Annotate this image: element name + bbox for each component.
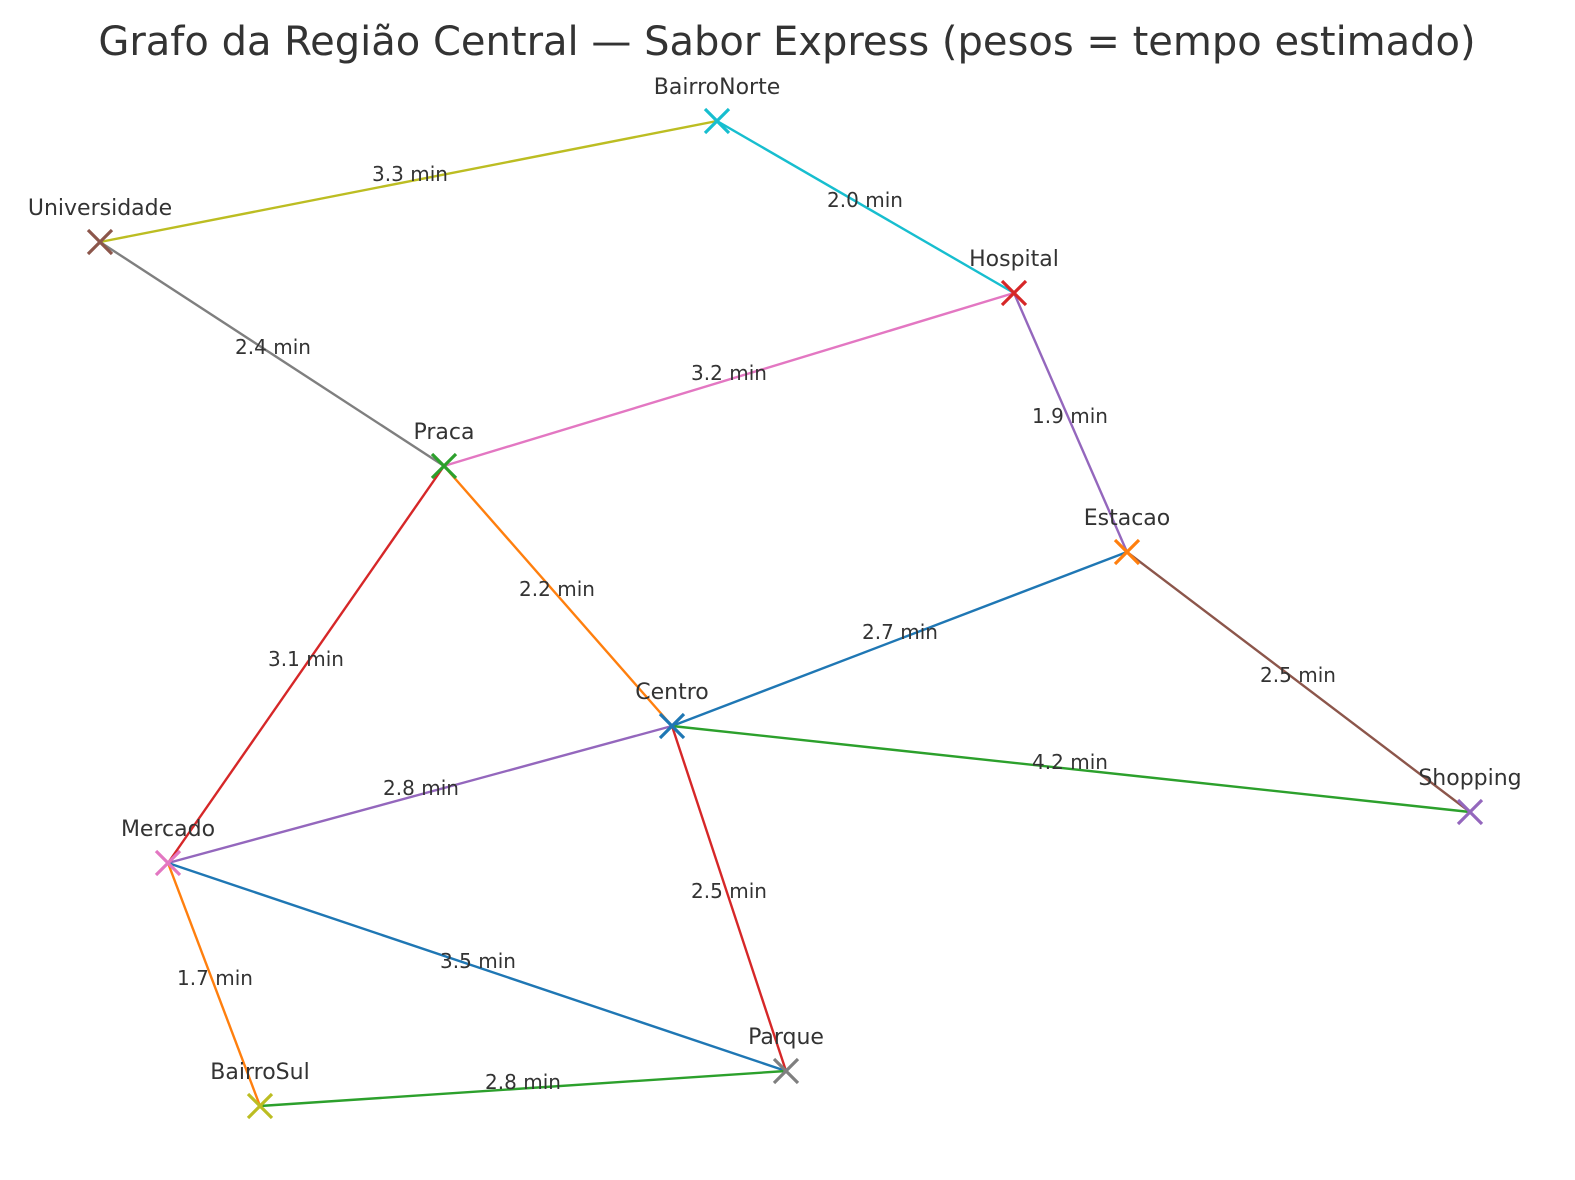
- edge-centro-parque: [670, 725, 788, 1072]
- node-label-shopping: Shopping: [1418, 766, 1521, 791]
- edge-universidade-bairronorte: [99, 119, 718, 244]
- edge-label-centro-parque: 2.5 min: [691, 879, 767, 903]
- edge-label-mercado-bairrosul: 1.7 min: [177, 966, 253, 990]
- node-bairronorte: BairroNorte: [654, 75, 781, 135]
- edge-praca-centro: [443, 465, 673, 727]
- edge-praca-mercado: [167, 465, 445, 864]
- edge-bairrosul-parque: [259, 1069, 787, 1108]
- node-label-mercado: Mercado: [121, 817, 215, 842]
- node-parque: Parque: [748, 1025, 824, 1085]
- node-marker-hospital-icon: [1000, 279, 1028, 307]
- edge-centro-estacao: [671, 550, 1128, 728]
- edge-label-praca-mercado: 3.1 min: [268, 647, 344, 671]
- edge-label-mercado-parque: 3.5 min: [440, 949, 516, 973]
- edge-mercado-parque: [167, 861, 787, 1073]
- node-marker-parque-icon: [772, 1057, 800, 1085]
- node-bairrosul: BairroSul: [210, 1060, 310, 1120]
- edge-hospital-estacao: [1012, 292, 1129, 553]
- node-estacao: Estacao: [1084, 506, 1171, 566]
- edge-estacao-shopping: [1126, 551, 1471, 813]
- edge-label-praca-centro: 2.2 min: [519, 577, 595, 601]
- node-marker-praca-icon: [430, 452, 458, 480]
- node-label-praca: Praca: [414, 420, 475, 445]
- edge-label-centro-shopping: 4.2 min: [1032, 750, 1108, 774]
- edge-label-centro-estacao: 2.7 min: [862, 620, 938, 644]
- edge-label-bairronorte-hospital: 2.0 min: [827, 188, 903, 212]
- node-label-bairrosul: BairroSul: [210, 1060, 309, 1085]
- node-centro: Centro: [635, 680, 709, 740]
- edge-bairronorte-hospital: [716, 119, 1015, 295]
- node-label-universidade: Universidade: [28, 196, 172, 221]
- node-marker-shopping-icon: [1456, 798, 1484, 826]
- edge-label-mercado-centro: 2.8 min: [383, 776, 459, 800]
- node-marker-bairronorte-icon: [703, 107, 731, 135]
- node-label-parque: Parque: [748, 1025, 824, 1050]
- edge-label-universidade-praca: 2.4 min: [235, 335, 311, 359]
- edge-label-universidade-bairronorte: 3.3 min: [372, 162, 448, 186]
- node-marker-centro-icon: [658, 712, 686, 740]
- edge-mercado-centro: [167, 724, 673, 865]
- edge-label-praca-hospital: 3.2 min: [691, 361, 767, 385]
- node-label-bairronorte: BairroNorte: [654, 75, 781, 100]
- node-marker-mercado-icon: [154, 849, 182, 877]
- node-label-hospital: Hospital: [969, 247, 1059, 272]
- node-marker-universidade-icon: [86, 228, 114, 256]
- node-praca: Praca: [414, 420, 475, 480]
- node-marker-bairrosul-icon: [246, 1092, 274, 1120]
- edge-universidade-praca: [99, 240, 445, 468]
- node-universidade: Universidade: [28, 196, 172, 256]
- node-label-estacao: Estacao: [1084, 506, 1171, 531]
- edge-mercado-bairrosul: [166, 862, 262, 1107]
- edge-label-hospital-estacao: 1.9 min: [1032, 404, 1108, 428]
- edge-praca-hospital: [443, 291, 1015, 468]
- node-mercado: Mercado: [121, 817, 215, 877]
- edge-label-bairrosul-parque: 2.8 min: [485, 1070, 561, 1094]
- node-shopping: Shopping: [1418, 766, 1522, 826]
- edge-centro-shopping: [671, 724, 1471, 814]
- edge-label-estacao-shopping: 2.5 min: [1260, 663, 1336, 687]
- nodes-layer: BairroNorteUniversidadeHospitalPracaEsta…: [28, 75, 1522, 1120]
- node-hospital: Hospital: [969, 247, 1059, 307]
- edge-labels-layer: 3.3 min 2.0 min 2.4 min 3.2 min 1.9 min 2.2 m…: [177, 162, 1336, 1094]
- diagram-title: Grafo da Região Central — Sabor Express …: [98, 19, 1475, 65]
- node-label-centro: Centro: [635, 680, 709, 705]
- node-marker-estacao-icon: [1113, 538, 1141, 566]
- edges-layer: [99, 119, 1471, 1108]
